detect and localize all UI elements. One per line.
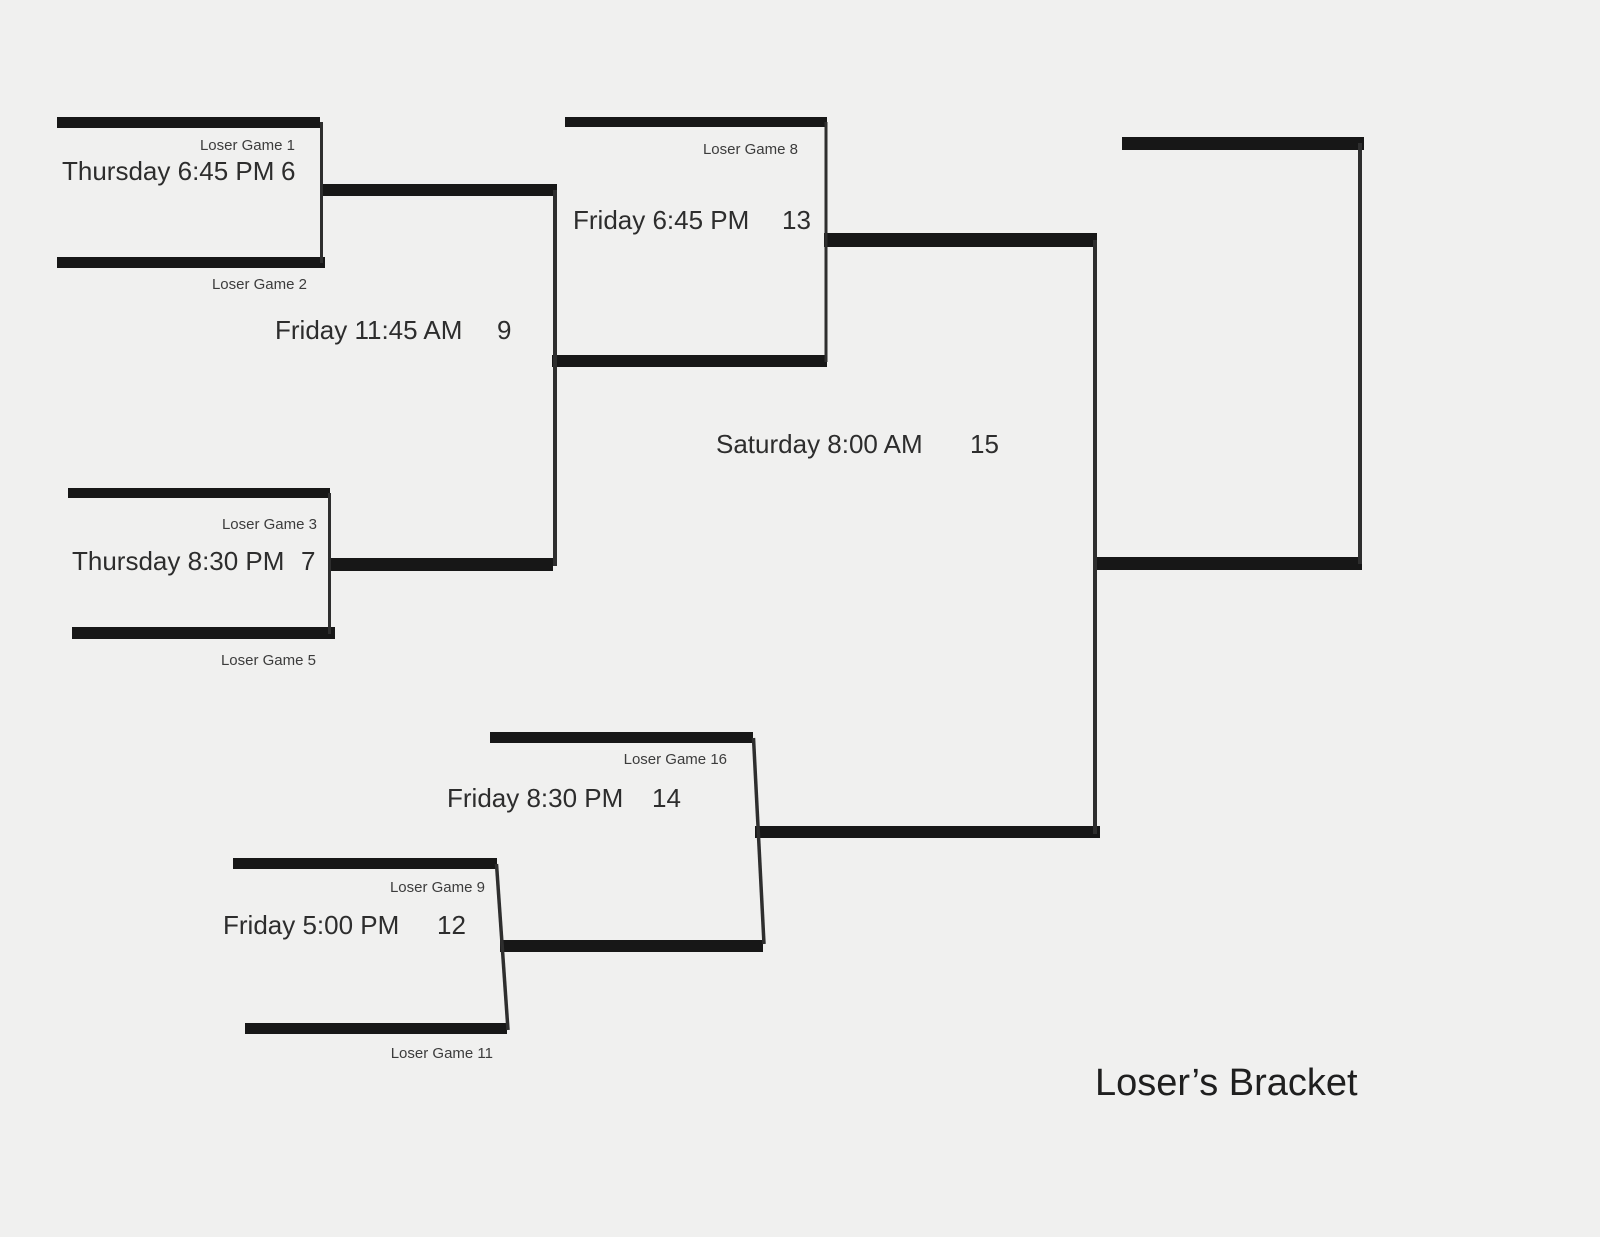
feeder-label-loser-game-5: Loser Game 5 [221,652,316,669]
game-14-schedule: Friday 8:30 PM [447,783,623,813]
feeder-label-loser-game-11: Loser Game 11 [391,1045,493,1062]
bracket-bar-game12-top [233,858,497,869]
feeder-label-loser-game-2: Loser Game 2 [212,276,307,293]
feeder-label-loser-game-8: Loser Game 8 [703,141,798,158]
bracket-bar-game12-out [500,940,763,952]
bracket-bar-game6-out [320,184,557,196]
game-6-schedule: Thursday 6:45 PM [62,156,274,186]
bracket-bar-game7-out [330,558,553,571]
bracket-bar-final-top [1122,137,1364,150]
bracket-bar-game7-bottom [72,627,335,639]
game-15-score: 15 [970,429,999,459]
game-7-score: 7 [301,546,315,576]
feeder-label-loser-game-3: Loser Game 3 [222,516,317,533]
bracket-bar-game9-out [552,355,827,367]
feeder-label-loser-game-1: Loser Game 1 [200,137,295,154]
bracket-bar-game7-top [68,488,330,498]
game-13-schedule: Friday 6:45 PM [573,205,749,235]
game-15-schedule: Saturday 8:00 AM [716,429,923,459]
bracket-bar-game12-bottom [245,1023,507,1034]
bracket-bar-game13-top [565,117,827,127]
game-14-score: 14 [652,783,681,813]
game-12-score: 12 [437,910,466,940]
feeder-label-loser-game-16: Loser Game 16 [624,751,727,768]
bracket-bar-game14-top [490,732,753,743]
bracket-line-game14-vertical [751,737,766,945]
game-9-score: 9 [497,315,511,345]
game-12-schedule: Friday 5:00 PM [223,910,399,940]
game-7-schedule: Thursday 8:30 PM [72,546,284,576]
bracket-bar-game6-top [57,117,320,128]
game-6-score: 6 [281,156,295,186]
game-9-schedule: Friday 11:45 AM [275,315,462,345]
game-13-score: 13 [782,205,811,235]
bracket-bar-game15-out [1093,557,1362,570]
feeder-label-loser-game-9: Loser Game 9 [390,879,485,896]
bracket-bar-game14-out [755,826,1100,838]
page-title: Loser’s Bracket [1095,1062,1358,1104]
bracket-line-game12-vertical [494,863,510,1031]
bracket-bar-game6-bottom [57,257,325,268]
bracket-bar-game13-out [824,233,1097,247]
